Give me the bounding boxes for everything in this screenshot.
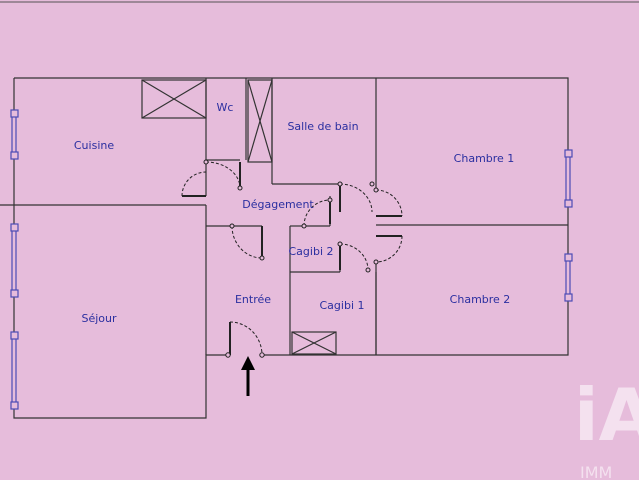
entrance-arrow-icon [241,356,255,396]
watermark-logo: iA IMM [574,373,639,480]
duct-boxes [141,79,337,355]
label-wc: Wc [217,101,234,114]
svg-text:IMM: IMM [580,463,612,480]
label-entree: Entrée [235,293,271,306]
label-cuisine: Cuisine [74,139,114,152]
svg-text:iA: iA [574,373,639,457]
label-salle-de-bain: Salle de bain [287,120,358,133]
label-chambre-2: Chambre 2 [450,293,511,306]
label-cagibi-1: Cagibi 1 [320,299,365,312]
outer-walls [13,77,569,419]
doors [181,159,403,358]
label-sejour: Séjour [81,312,117,325]
windows [10,109,573,410]
label-chambre-1: Chambre 1 [454,152,515,165]
label-cagibi-2: Cagibi 2 [289,245,334,258]
label-degagement: Dégagement [242,198,314,211]
